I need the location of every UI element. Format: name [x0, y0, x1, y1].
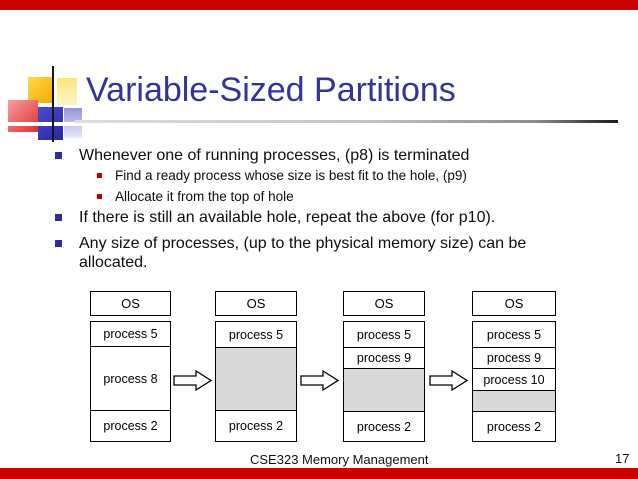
os-box: OS: [472, 291, 556, 316]
memory-hole: [344, 369, 424, 412]
os-box: OS: [215, 291, 297, 316]
level2-square-bullet-icon: [97, 194, 102, 199]
level2-square-bullet-icon: [97, 173, 102, 178]
memory-section: process 5: [344, 322, 424, 348]
level1-square-bullet-icon: [55, 240, 62, 247]
sub-bullet-item: Find a ready process whose size is best …: [97, 168, 617, 184]
logo-gold-square: [28, 77, 53, 103]
logo-vertical-line: [52, 66, 54, 142]
os-box: OS: [343, 291, 425, 316]
slide-page-number: 17: [615, 451, 630, 466]
level1-square-bullet-icon: [55, 152, 62, 159]
memory-section: process 2: [473, 412, 555, 441]
slide-title: Variable-Sized Partitions: [86, 71, 456, 109]
bullet-text: Whenever one of running processes, (p8) …: [79, 147, 470, 164]
os-box: OS: [90, 291, 171, 316]
memory-section: process 9: [473, 348, 555, 369]
logo-red-square: [8, 100, 38, 132]
memory-section: process 2: [91, 411, 170, 441]
bullet-text: If there is still an available hole, rep…: [79, 209, 496, 226]
memory-section: process 10: [473, 369, 555, 391]
memory-hole: [216, 348, 296, 411]
bullet-item: If there is still an available hole, rep…: [55, 208, 615, 227]
memory-column: process 5 process 2: [215, 321, 297, 442]
footer-course-label: CSE323 Memory Management: [250, 452, 429, 467]
top-red-bar: [0, 0, 638, 10]
memory-section: process 9: [344, 348, 424, 369]
sub-bullet-text: Allocate it from the top of hole: [115, 189, 294, 204]
level1-square-bullet-icon: [55, 214, 62, 221]
block-arrow-right-icon: [173, 370, 213, 391]
block-arrow-right-icon: [429, 370, 469, 391]
memory-hole: [473, 391, 555, 412]
memory-section: process 5: [216, 322, 296, 348]
memory-column: process 5 process 8 process 2: [90, 321, 171, 442]
block-arrow-right-icon: [300, 370, 340, 391]
sub-bullet-text: Find a ready process whose size is best …: [115, 168, 467, 183]
memory-section: process 2: [344, 412, 424, 441]
memory-section: process 2: [216, 411, 296, 441]
memory-column: process 5 process 9 process 10 process 2: [472, 321, 556, 442]
bullet-text: Any size of processes, (up to the physic…: [79, 235, 527, 271]
sub-bullet-item: Allocate it from the top of hole: [97, 189, 617, 205]
memory-section: process 8: [91, 347, 170, 411]
bullet-item: Whenever one of running processes, (p8) …: [55, 146, 615, 165]
bullet-item: Any size of processes, (up to the physic…: [55, 234, 600, 272]
logo-pale-yellow-square: [57, 78, 77, 105]
title-rule: [75, 120, 618, 123]
bottom-red-bar: [0, 468, 638, 479]
memory-column: process 5 process 9 process 2: [343, 321, 425, 442]
memory-section: process 5: [91, 322, 170, 347]
memory-section: process 5: [473, 322, 555, 348]
title-rule-white-segment: [6, 122, 84, 126]
